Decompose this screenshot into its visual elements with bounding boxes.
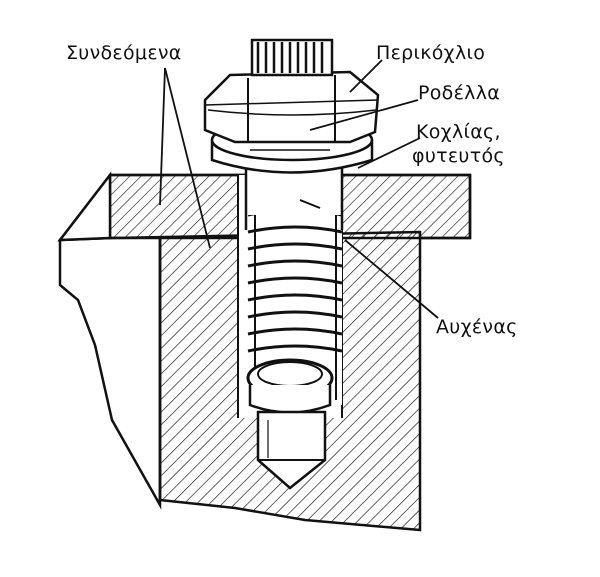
label-shank: Αυχένας	[436, 316, 518, 338]
label-washer: Ροδέλλα	[418, 82, 501, 104]
bolt-tip	[246, 358, 334, 490]
top-thread	[250, 38, 334, 77]
leader-stud	[357, 137, 421, 169]
label-stud-line2: φυτευτός	[412, 145, 505, 167]
leader-connected-lower	[164, 67, 211, 249]
nut	[203, 70, 380, 144]
leader-washer	[309, 99, 419, 131]
leader-lines	[159, 59, 439, 319]
leader-connected-upper	[159, 67, 166, 206]
label-connected-parts: Συνδεόμενα	[66, 42, 182, 64]
label-stud-line1: Κοχλίας,	[416, 121, 501, 143]
leader-nut	[349, 59, 383, 93]
label-nut: Περικόχλιο	[376, 42, 486, 64]
leader-shank	[344, 239, 439, 319]
